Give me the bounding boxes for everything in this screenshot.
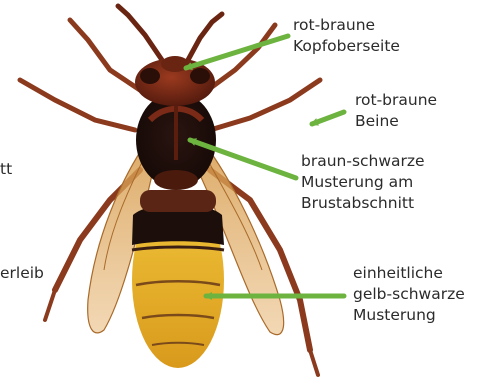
left-label-fragment-lower: erleib — [0, 263, 44, 284]
label-thorax-line3: Brustabschnitt — [301, 193, 425, 214]
label-head: rot-braune Kopfoberseite — [293, 15, 400, 57]
label-legs-line2: Beine — [355, 111, 437, 132]
abdomen — [132, 190, 224, 368]
label-head-line1: rot-braune — [293, 15, 400, 36]
arrow-legs — [312, 112, 344, 124]
label-legs: rot-braune Beine — [355, 90, 437, 132]
label-thorax-line1: braun-schwarze — [301, 151, 425, 172]
label-thorax: braun-schwarze Musterung am Brustabschni… — [301, 151, 425, 214]
left-label-fragment-upper: tt — [0, 159, 12, 180]
label-abdomen: einheitliche gelb-schwarze Musterung — [353, 263, 465, 326]
label-head-line2: Kopfoberseite — [293, 36, 400, 57]
label-abdomen-line2: gelb-schwarze — [353, 284, 465, 305]
antennae — [118, 6, 222, 60]
label-abdomen-line1: einheitliche — [353, 263, 465, 284]
label-abdomen-line3: Musterung — [353, 305, 465, 326]
label-thorax-line2: Musterung am — [301, 172, 425, 193]
label-legs-line1: rot-braune — [355, 90, 437, 111]
